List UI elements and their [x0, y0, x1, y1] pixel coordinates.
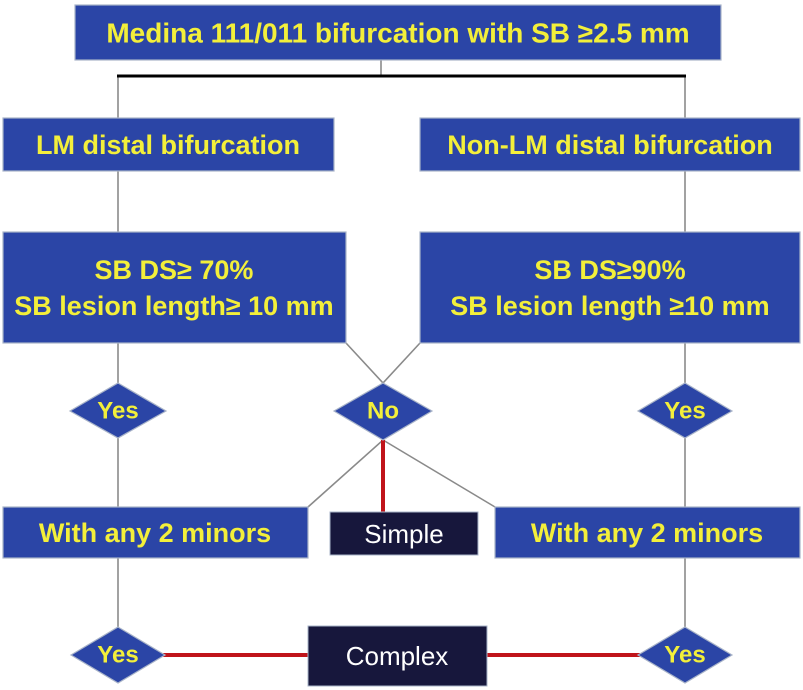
connector-lm-criteria-to-no	[345, 342, 384, 384]
simple-label: Simple	[364, 519, 443, 549]
complex-box	[307, 625, 488, 687]
nonlm-box-label: Non-LM distal bifurcation	[447, 130, 772, 160]
connector-no-to-minors-right	[382, 439, 496, 508]
complex-label: Complex	[346, 641, 449, 671]
nonlm-criteria-line-1: SB DS≥90%	[534, 255, 685, 285]
yes-right-label: Yes	[664, 398, 705, 425]
minors-right-box	[494, 506, 801, 559]
yes-bottom-right-diamond	[636, 626, 734, 684]
minors-left-label: With any 2 minors	[39, 518, 271, 548]
lm-criteria-line-2: SB lesion length≥ 10 mm	[14, 291, 333, 321]
top-box-label: Medina 111/011 bifurcation with SB ≥2.5 …	[106, 18, 689, 49]
nonlm-box	[419, 117, 801, 172]
connectors	[117, 60, 686, 627]
nonlm-criteria-line-2: SB lesion length ≥10 mm	[450, 291, 769, 321]
nonlm-criteria-box	[419, 231, 801, 344]
simple-box	[329, 511, 479, 556]
connector-nonlm-criteria-to-no	[382, 342, 421, 384]
no-center-diamond	[332, 382, 434, 441]
yes-right-diamond	[636, 382, 734, 439]
no-center-label: No	[367, 398, 399, 425]
lm-criteria-box	[2, 231, 347, 344]
connector-no-to-minors-left	[307, 439, 384, 508]
yes-bottom-left-diamond	[69, 626, 167, 684]
minors-left-box	[2, 506, 309, 559]
yes-bottom-left-label: Yes	[97, 642, 138, 669]
top-box	[74, 4, 722, 61]
minors-right-label: With any 2 minors	[531, 518, 763, 548]
lm-box-label: LM distal bifurcation	[36, 130, 300, 160]
yes-bottom-right-label: Yes	[664, 642, 705, 669]
yes-left-label: Yes	[97, 398, 138, 425]
lm-box	[2, 117, 335, 172]
lm-criteria-line-1: SB DS≥ 70%	[95, 255, 254, 285]
yes-left-diamond	[68, 382, 168, 439]
